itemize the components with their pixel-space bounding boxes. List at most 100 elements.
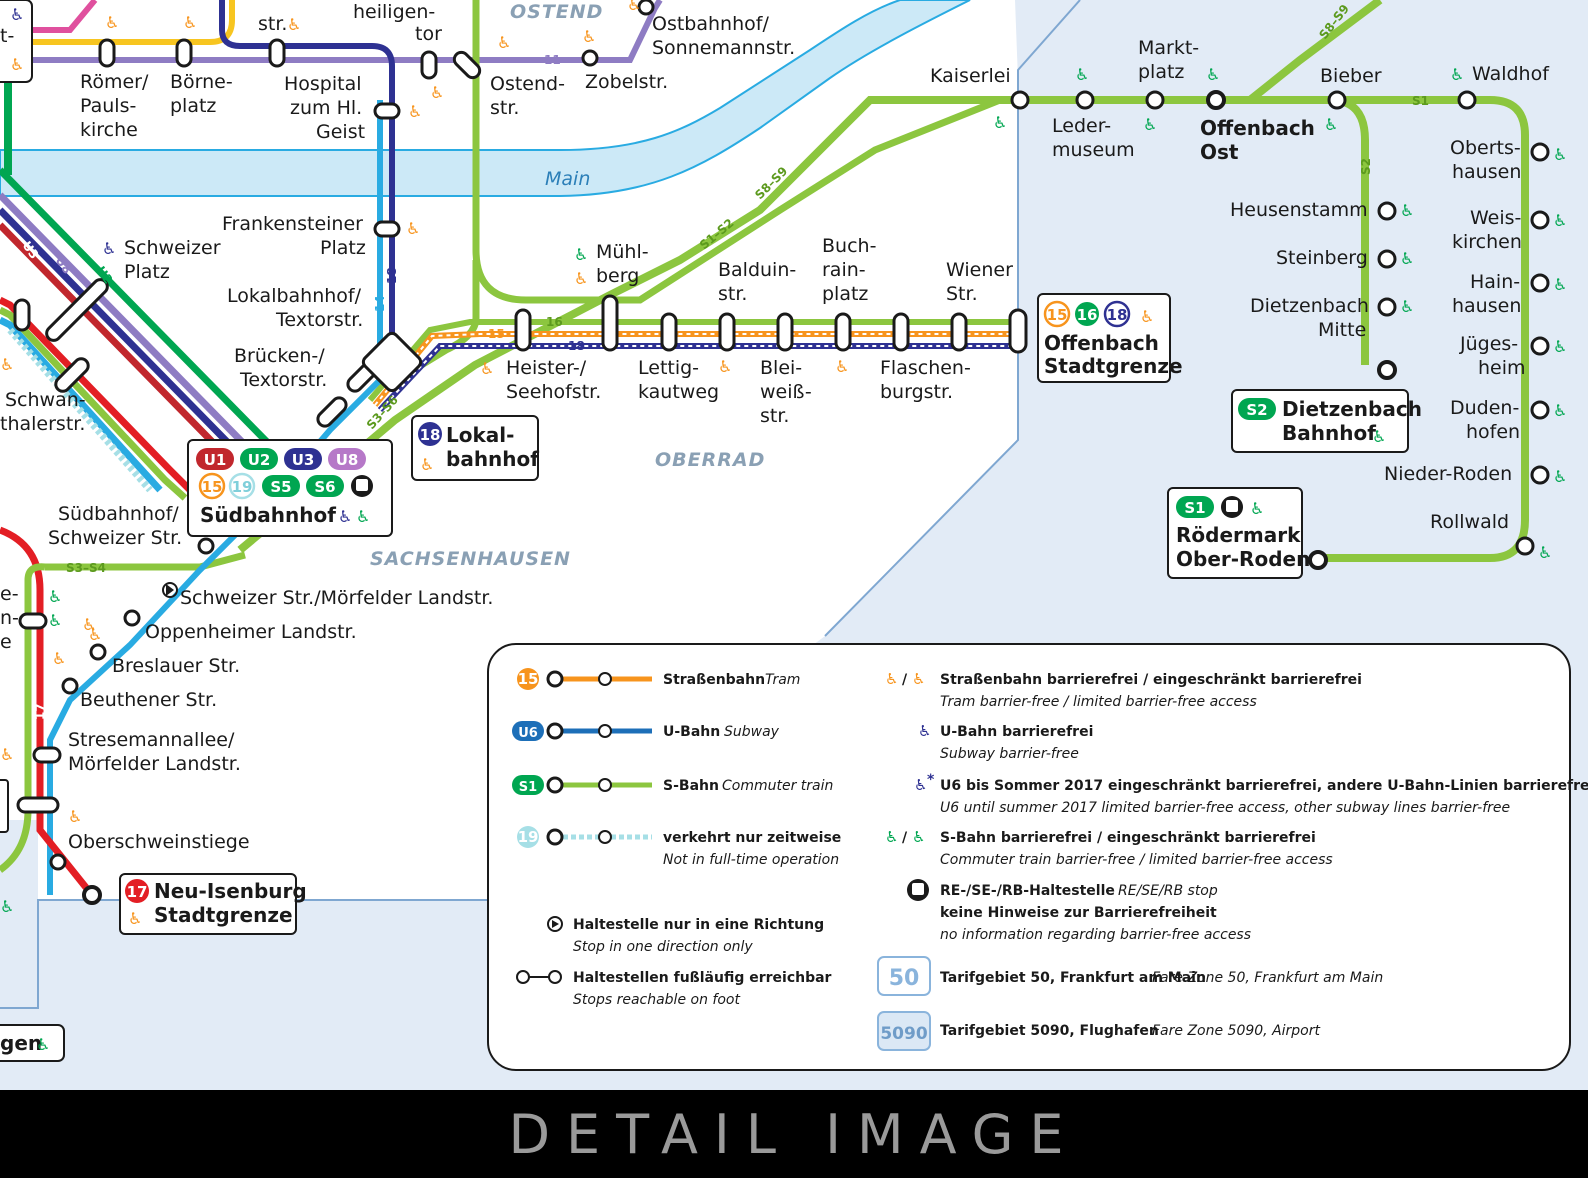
line-label-18v: 18 xyxy=(385,267,399,284)
svg-text:♿: ♿ xyxy=(1400,201,1414,220)
line-label-s2: S2 xyxy=(1359,158,1373,175)
svg-text:♿: ♿ xyxy=(993,113,1007,132)
station-hainhausen-1: Hain- xyxy=(1470,271,1520,293)
station-schwan-1: Schwan- xyxy=(5,389,86,411)
station-fragment-gen: gen xyxy=(0,1031,42,1055)
terminal-lokalbahnhof-2: bahnhof xyxy=(446,447,539,471)
svg-text:♿: ♿ xyxy=(885,670,898,688)
svg-text:♿: ♿ xyxy=(406,219,420,238)
station-hospital-2: zum Hl. xyxy=(290,97,362,119)
terminal-dietzenbach-bahnhof: S2 Dietzenbach Bahnhof ♿ xyxy=(1231,389,1422,453)
station-heister-1: Heister-/ xyxy=(506,357,587,379)
transit-map: OSTEND OBERRAD SACHSENHAUSEN Main str. h… xyxy=(0,0,1588,1090)
svg-text:♿: ♿ xyxy=(480,359,494,378)
svg-text:♿: ♿ xyxy=(1324,115,1338,134)
svg-text:♿: ♿ xyxy=(1140,307,1154,326)
river-label: Main xyxy=(545,168,590,190)
station-hospital-1: Hospital xyxy=(284,73,362,95)
legend-ubahn-i: Subway xyxy=(724,724,780,740)
svg-text:♿: ♿ xyxy=(718,357,732,376)
legend-badge-s1: S1 xyxy=(519,780,537,795)
station-hainhausen-2: hausen xyxy=(1452,295,1521,317)
station-bleiweiss-1: Blei- xyxy=(760,357,802,379)
svg-text:♿: ♿ xyxy=(52,649,66,668)
svg-text:♿: ♿ xyxy=(574,245,588,264)
badge-19: 19 xyxy=(232,478,253,496)
line-label-18: 18 xyxy=(568,339,585,353)
svg-text:♿: ♿ xyxy=(1400,249,1414,268)
accessibility-icons: ♿ ♿ ♿ ♿ ♿ ♿ ♿ ♿ ♿ ♿ ♿ ♿ ♿ ♿ ♿ ♿ ♿ ♿ ♿ ♿ … xyxy=(0,0,1567,1054)
line-ubahn-top xyxy=(219,0,395,352)
svg-text:♿: ♿ xyxy=(0,745,14,764)
line-18-dash xyxy=(379,345,1010,411)
station-buchrain-1: Buch- xyxy=(822,235,876,257)
legend-badge-u6: U6 xyxy=(518,726,538,741)
station-obertshausen-1: Oberts- xyxy=(1450,137,1521,159)
line-label-15: 15 xyxy=(488,327,505,341)
river-main xyxy=(0,0,971,197)
station-schweizer-platz-1: Schweizer xyxy=(124,237,221,259)
legend: 15 Straßenbahn Tram U6 U-Bahn Subway S1 … xyxy=(487,643,1588,1071)
station-ledermuseum-1: Leder- xyxy=(1052,115,1111,137)
legend-acc-u-i: Subway barrier-free xyxy=(940,746,1079,762)
detail-image-label: DETAIL IMAGE xyxy=(508,1102,1080,1166)
badge-18: 18 xyxy=(1107,306,1128,324)
svg-text:♿: ♿ xyxy=(1450,65,1464,84)
legend-acc-s-b: S-Bahn barrierefrei / eingeschränkt barr… xyxy=(940,830,1316,846)
svg-text:♿: ♿ xyxy=(88,625,102,644)
terminal-lokalbahnhof-1: Lokal- xyxy=(446,423,514,447)
station-fragment-n: n- xyxy=(0,607,19,629)
line-11 xyxy=(0,0,663,63)
terminal-dietzenbach-bf-1: Dietzenbach xyxy=(1282,397,1422,421)
station-kaiserlei: Kaiserlei xyxy=(930,65,1011,87)
svg-text:♿: ♿ xyxy=(1553,211,1567,230)
legend-re-i: RE/SE/RB stop xyxy=(1118,883,1218,899)
station-frankensteiner-1: Frankensteiner xyxy=(222,213,363,235)
svg-text:♿: ♿ xyxy=(10,5,24,24)
station-buchrain-3: platz xyxy=(822,283,868,305)
station-lettig-1: Lettig- xyxy=(638,357,699,379)
station-ostbahnhof-1: Ostbahnhof/ xyxy=(652,13,769,35)
station-stresemann-2: Mörfelder Landstr. xyxy=(68,753,241,775)
terminal-dietzenbach-bf-2: Bahnhof xyxy=(1282,421,1376,445)
station-breslauer: Breslauer Str. xyxy=(112,655,240,677)
station-flaschen-1: Flaschen- xyxy=(880,357,971,379)
station-boerne-2: platz xyxy=(170,95,216,117)
badge-15: 15 xyxy=(1047,306,1068,324)
svg-text:♿: ♿ xyxy=(1553,467,1567,486)
station-beuthener: Beuthener Str. xyxy=(80,689,217,711)
svg-text:♿: ♿ xyxy=(338,507,352,526)
legend-tram-b: Straßenbahn xyxy=(663,672,765,688)
line-s1-east xyxy=(1310,96,1529,562)
svg-text:♿: ♿ xyxy=(1075,65,1089,84)
badge-u8: U8 xyxy=(336,451,359,469)
station-ledermuseum-2: museum xyxy=(1052,139,1135,161)
legend-oneway-b: Haltestelle nur in eine Richtung xyxy=(573,917,824,933)
detail-image-banner: DETAIL IMAGE xyxy=(0,1090,1588,1178)
station-heister-2: Seehofstr. xyxy=(506,381,601,403)
svg-text:♿: ♿ xyxy=(82,615,96,634)
station-fragment-t: t- xyxy=(0,25,14,47)
district-oberrad: OBERRAD xyxy=(655,449,765,471)
badge-s2: S2 xyxy=(1246,401,1267,419)
terminal-lokalbahnhof: 18 Lokal- ♿ bahnhof xyxy=(411,415,539,481)
station-heiligentor-2: tor xyxy=(415,23,442,45)
line-magenta xyxy=(30,0,98,33)
station-roemer-3: kirche xyxy=(80,119,138,141)
legend-acc-u6-i: U6 until summer 2017 limited barrier-fre… xyxy=(940,800,1510,816)
legend-acc-tram-b: Straßenbahn barrierefrei / eingeschränkt… xyxy=(940,672,1362,688)
badge-s5: S5 xyxy=(270,478,291,496)
terminal-roedermark-1: Rödermark xyxy=(1176,523,1301,547)
station-weiskirchen-2: kirchen xyxy=(1452,231,1522,253)
legend-slash-1: / xyxy=(902,672,908,688)
station-bieber: Bieber xyxy=(1320,65,1382,87)
svg-text:♿: ♿ xyxy=(1553,275,1567,294)
station-heiligentor-1: heiligen- xyxy=(353,1,435,23)
svg-text:♿: ♿ xyxy=(1538,543,1552,562)
svg-text:♿: ♿ xyxy=(10,55,24,74)
station-dietzenbach-mitte-1: Dietzenbach xyxy=(1250,295,1369,317)
station-bleiweiss-3: str. xyxy=(760,405,789,427)
station-offenbach-ost-2: Ost xyxy=(1200,140,1239,164)
svg-text:♿: ♿ xyxy=(408,102,422,121)
line-s8-s9-branch xyxy=(1247,0,1383,104)
